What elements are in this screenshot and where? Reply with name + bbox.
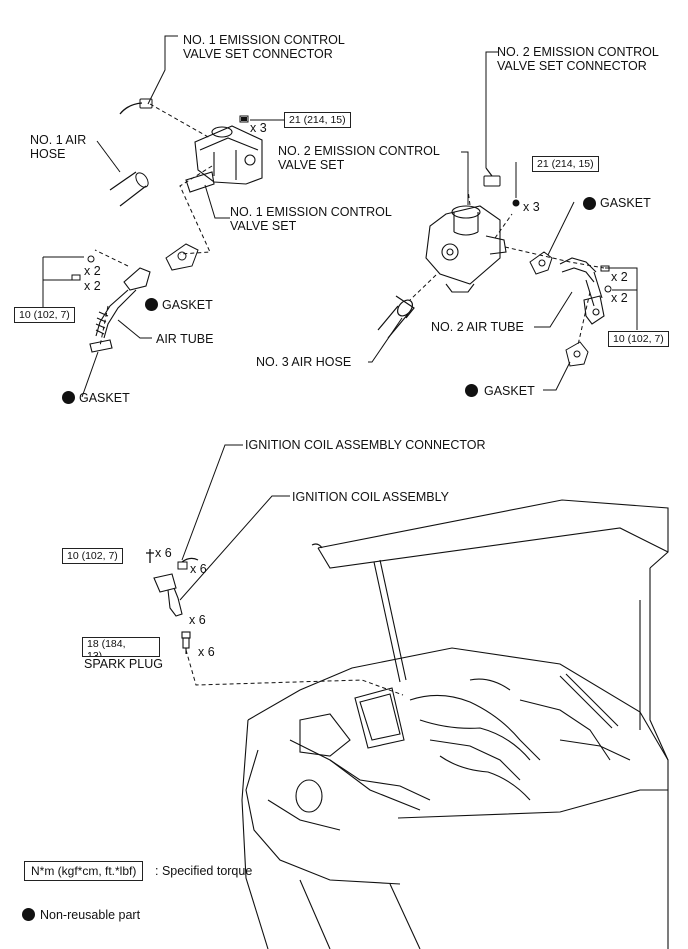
leader-gasket-right: [547, 201, 575, 256]
count-x6-spark-plug: x 6: [198, 645, 215, 659]
leader-gasket-bottom: [81, 351, 99, 398]
label-no3-air-hose: NO. 3 AIR HOSE: [256, 355, 352, 369]
gasket-right-bottom: [565, 341, 589, 367]
label-ignition-coil: IGNITION COIL ASSEMBLY: [292, 490, 449, 504]
leader-gasket-bottom-right: [543, 361, 571, 391]
count-x6-bolt: x 6: [155, 546, 172, 560]
bolt-x2-a: [87, 255, 95, 263]
bolt-x3-right: [512, 199, 520, 207]
count-x6-coil: x 6: [189, 613, 206, 627]
label-no1-valve-set: NO. 1 EMISSION CONTROL VALVE SET: [230, 205, 392, 233]
legend-nonreusable-text: Non-reusable part: [40, 908, 141, 922]
label-no2-connector: NO. 2 EMISSION CONTROL VALVE SET CONNECT…: [497, 45, 659, 73]
label-spark-plug: SPARK PLUG: [84, 657, 163, 671]
bolt-x2-b: [71, 274, 81, 281]
legend-torque-text: : Specified torque: [155, 864, 253, 878]
leader-no1-air-hose: [96, 140, 121, 173]
spark-plug: [181, 631, 191, 654]
torque-21-left: 21 (214, 15): [284, 112, 351, 128]
torque-21-right: 21 (214, 15): [532, 156, 599, 172]
no2-connector-plug: [483, 175, 501, 187]
vehicle-illustration: [241, 499, 669, 949]
label-gasket-bottom-right: GASKET: [484, 384, 535, 398]
bolt-x2-d: [604, 285, 612, 293]
count-x2-right-b: x 2: [611, 291, 628, 305]
leader-ignition-connector: [181, 444, 243, 561]
air-tube-left: [89, 267, 151, 353]
leader-no2-air-tube: [534, 291, 573, 328]
leader-no2-connector: [485, 51, 498, 168]
bolt-x2-c: [600, 265, 610, 272]
label-no2-valve-set: NO. 2 EMISSION CONTROL VALVE SET: [278, 144, 440, 172]
ignition-bolt: [146, 549, 154, 563]
leader-ignition-coil: [179, 495, 290, 601]
count-x2-right-a: x 2: [611, 270, 628, 284]
leader-10-left: [42, 256, 84, 307]
torque-10-ignition: 10 (102, 7): [62, 548, 123, 564]
nonreusable-marker: [583, 197, 596, 210]
torque-10-right: 10 (102, 7): [608, 331, 669, 347]
label-gasket-bottom-left: GASKET: [79, 391, 130, 405]
no1-connector-plug: [139, 98, 153, 109]
leader-no3-air-hose: [368, 317, 403, 363]
label-air-tube: AIR TUBE: [156, 332, 214, 346]
nonreusable-marker: [62, 391, 75, 404]
label-ignition-connector: IGNITION COIL ASSEMBLY CONNECTOR: [245, 438, 486, 452]
label-no1-connector: NO. 1 EMISSION CONTROL VALVE SET CONNECT…: [183, 33, 345, 61]
legend-torque-box: N*m (kgf*cm, ft.*lbf): [24, 861, 144, 881]
no2-valve-set: [425, 205, 507, 293]
count-x3-right: x 3: [523, 200, 540, 214]
leader-no1-connector: [147, 35, 178, 105]
leader-no1-valve-set: [204, 184, 230, 219]
torque-10-left: 10 (102, 7): [14, 307, 75, 323]
nonreusable-marker: [145, 298, 158, 311]
ignition-connector: [177, 561, 188, 570]
no3-air-hose: [377, 295, 415, 339]
nonreusable-marker: [465, 384, 478, 397]
leader-air-tube: [117, 319, 152, 339]
count-x3-left: x 3: [250, 121, 267, 135]
gasket-left-upper: [165, 243, 199, 271]
gasket-right-upper: [529, 251, 553, 275]
no1-valve-set: [185, 125, 263, 193]
no1-air-hose: [109, 171, 147, 207]
label-gasket-left: GASKET: [162, 298, 213, 312]
leader-10-right: [605, 267, 638, 330]
legend-nonreusable-marker: [22, 908, 35, 921]
ignition-coil: [153, 573, 183, 617]
bolt-left-top: [239, 115, 249, 123]
no2-air-tube: [559, 257, 605, 325]
leader-no2-valve-set: [461, 151, 469, 205]
label-no2-air-tube: NO. 2 AIR TUBE: [431, 320, 524, 334]
label-gasket-right: GASKET: [600, 196, 651, 210]
count-x2-left-a: x 2: [84, 264, 101, 278]
count-x6-connector: x 6: [190, 562, 207, 576]
torque-18-spark-plug: 18 (184, 13): [82, 637, 160, 657]
label-no1-air-hose: NO. 1 AIR HOSE: [30, 133, 87, 161]
count-x2-left-b: x 2: [84, 279, 101, 293]
